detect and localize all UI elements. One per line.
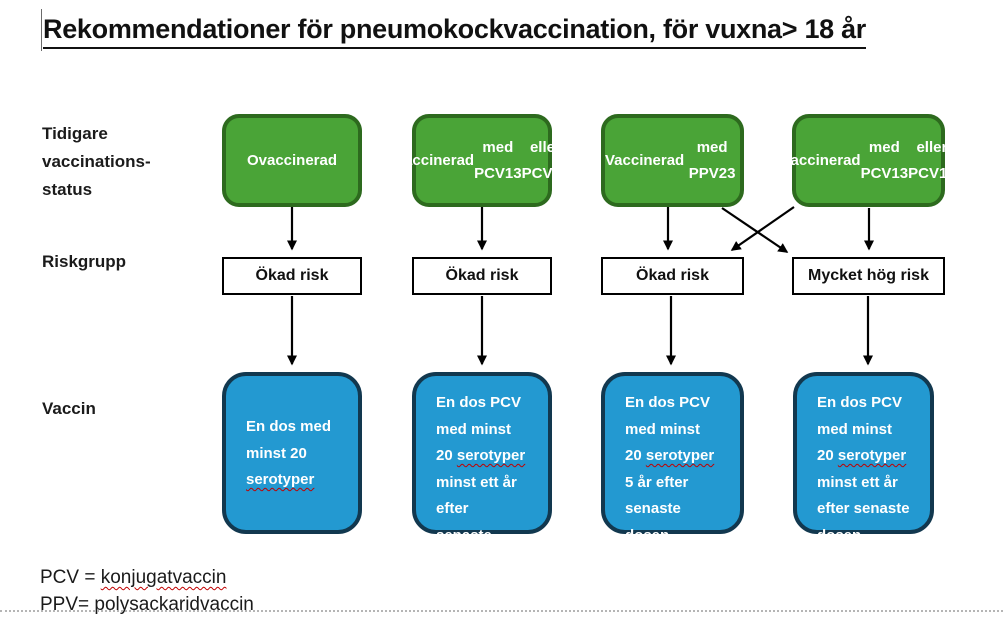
text-line: Vaccinerad (781, 151, 861, 169)
text-line: 5 år efter (625, 473, 689, 491)
text-line: dosen (817, 526, 862, 544)
text-line: Tidigare (42, 124, 108, 143)
risk-box-1: Ökad risk (222, 257, 362, 295)
text-line: med minst (436, 420, 512, 438)
text-line: En dos PCV (436, 394, 522, 411)
text-line: senaste (625, 500, 681, 517)
text-line: dosen (625, 526, 670, 544)
text-line: minst 20 (246, 444, 307, 462)
text-line: minst ett år (817, 473, 898, 491)
text-line: PCV = konjugatvaccin (40, 567, 227, 588)
text-line: efter senaste (817, 500, 910, 517)
text-line: Ovaccinerad (246, 151, 338, 169)
text-line: 20 serotyper (625, 447, 715, 464)
text-line: PPV= polysackaridvaccin (40, 594, 254, 615)
text-line: eller PCV15 (521, 138, 570, 182)
text-line: 20 serotyper (817, 447, 907, 464)
text-line: En dos PCV (625, 394, 711, 411)
text-line: med PCV13 (474, 138, 522, 182)
text-line: status (42, 180, 93, 199)
text-line: med PPV23 (688, 138, 736, 182)
status-box-1: Ovaccinerad (222, 114, 362, 207)
row-label-vaccine: Vaccin (42, 399, 96, 418)
risk-box-4: Mycket hög risk (792, 257, 945, 295)
text-line: efter (436, 500, 469, 517)
text-line: En dos med (246, 418, 332, 435)
text-line: med minst (625, 420, 701, 438)
vaccine-box-1: En dos med minst 20 serotyper (222, 372, 362, 534)
vaccine-box-2: En dos PCV med minst 20 serotyper minst ett… (412, 372, 552, 544)
text-line: med PCV13 (860, 138, 909, 182)
text-line: Vaccinerad (394, 151, 475, 169)
vaccine-box-4: En dos PCV med minst 20 serotyper minst ett… (793, 372, 934, 544)
text-line: senaste (436, 526, 492, 544)
text-line: eller PCV15 (908, 138, 956, 182)
risk-box-2: Ökad risk (412, 257, 552, 295)
arrow-status4-to-risk3-diagonal (730, 206, 795, 251)
arrow-status3-to-risk4-diagonal (721, 207, 789, 253)
vaccine-box-3: En dos PCV med minst 20 serotyper 5 år efte… (601, 372, 744, 544)
slide-title: Rekommendationer för pneumokockvaccinati… (43, 14, 866, 49)
row-label-risk-group: Riskgrupp (42, 252, 127, 271)
text-line: Vaccinerad (605, 151, 685, 169)
text-line: En dos PCV (817, 394, 903, 411)
text-cursor (41, 9, 42, 51)
text-line: med minst (817, 420, 893, 438)
row-label-vaccination-status: Tidigare vaccinations-status (42, 120, 151, 204)
slide-bottom-boundary (0, 610, 1003, 612)
risk-box-3: Ökad risk (601, 257, 744, 295)
text-line: minst ett år (436, 473, 517, 491)
text-line: 20 serotyper (436, 447, 526, 464)
text-line: vaccinations- (42, 152, 151, 171)
text-line: serotyper (246, 471, 315, 488)
